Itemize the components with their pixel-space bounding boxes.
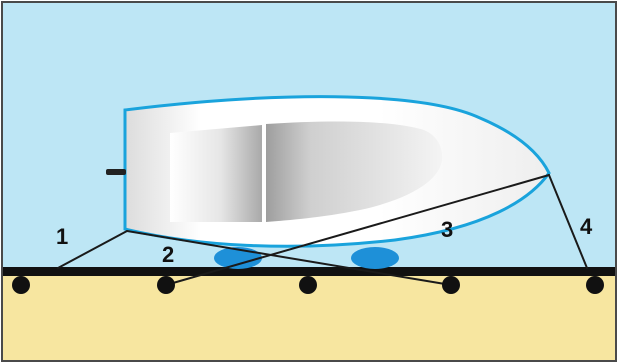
line-1-stern-line — [57, 230, 128, 269]
label-line-2: 2 — [162, 242, 174, 267]
label-line-3: 3 — [441, 217, 453, 242]
line-3-bow-spring — [165, 174, 550, 286]
cleat-icon — [157, 276, 175, 294]
label-line-1: 1 — [56, 224, 68, 249]
outboard-motor — [106, 169, 126, 175]
cleat-icon — [442, 276, 460, 294]
cleat-icon — [12, 276, 30, 294]
fender-icon — [351, 247, 399, 269]
mooring-lines — [57, 174, 588, 286]
cleats — [12, 276, 604, 294]
line-2-stern-spring — [126, 230, 452, 286]
cabin-forward — [266, 121, 443, 222]
cleat-icon — [299, 276, 317, 294]
cleat-icon — [586, 276, 604, 294]
label-line-4: 4 — [580, 214, 593, 239]
boat — [106, 95, 551, 248]
pier-edge — [3, 267, 615, 276]
cabin-aft — [170, 125, 262, 222]
line-4-bow-line — [548, 174, 588, 269]
